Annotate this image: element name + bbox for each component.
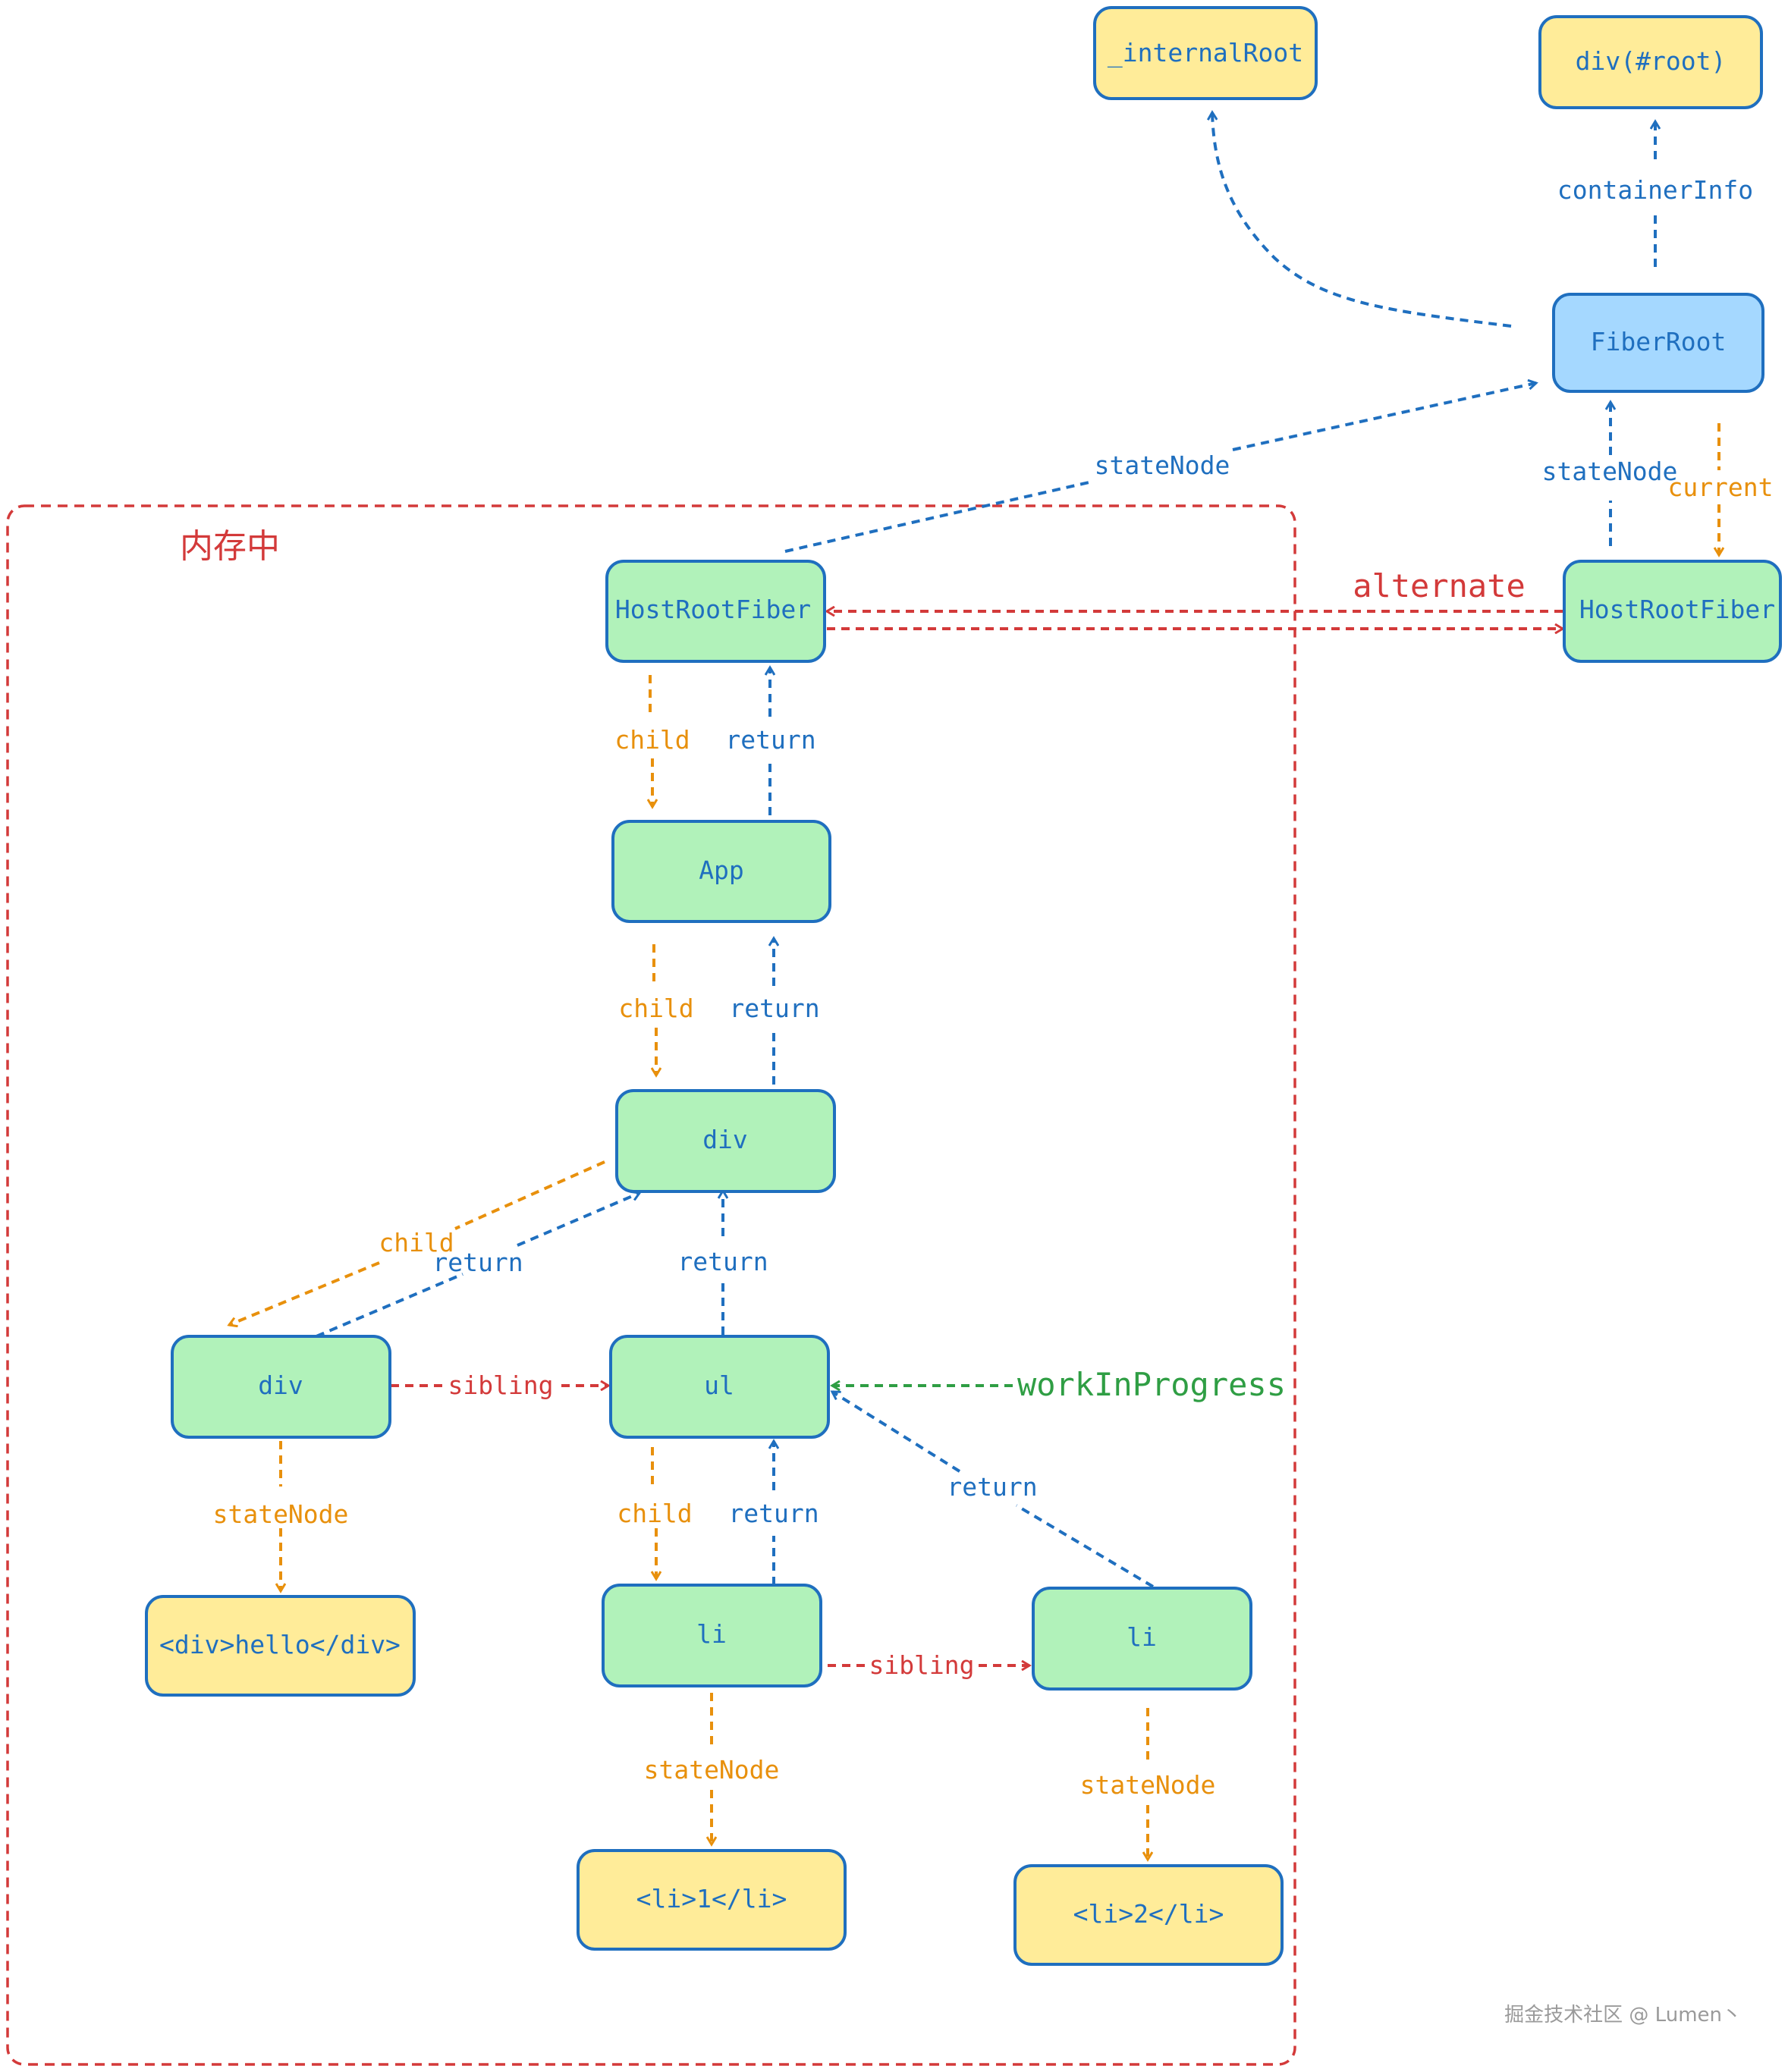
label-child-div: child	[379, 1228, 454, 1257]
fiberroot-label: FiberRoot	[1591, 327, 1727, 356]
label-alternate: alternate	[1353, 567, 1526, 604]
memory-region-title: 内存中	[180, 527, 280, 566]
edge-innerdiv-return-lower	[316, 1273, 463, 1338]
dom-div-hello-label: <div>hello</div>	[159, 1630, 401, 1659]
edge-div-child-lower	[229, 1261, 380, 1325]
edge-div-child-upper	[454, 1160, 605, 1230]
label-return-li2: return	[947, 1472, 1037, 1502]
dom-li-1-node	[577, 1849, 847, 1951]
label-return-app: return	[725, 725, 815, 755]
label-statenode-current: stateNode	[1542, 457, 1678, 486]
label-current: current	[1667, 472, 1773, 502]
div-outer-label: div	[702, 1125, 748, 1154]
li-1-label: li	[696, 1619, 727, 1649]
ul-label: ul	[704, 1370, 734, 1400]
edge-fiberroot-to-internalroot	[1212, 112, 1512, 328]
label-child-hostroot: child	[614, 725, 690, 755]
divroot-label: div(#root)	[1576, 46, 1727, 76]
li-2-label: li	[1127, 1622, 1157, 1652]
label-sibling-1: sibling	[448, 1370, 553, 1400]
label-return-ul: return	[677, 1247, 768, 1276]
label-workinprogress: workInProgress	[1017, 1366, 1286, 1403]
label-return-li1: return	[728, 1499, 819, 1528]
app-node	[611, 820, 831, 923]
internalroot-label: _internalRoot	[1108, 38, 1303, 68]
internalroot-node	[1093, 6, 1318, 100]
app-label: App	[699, 855, 744, 885]
edge-wip-statenode-lower	[784, 480, 1093, 553]
label-containerinfo: containerInfo	[1557, 175, 1753, 205]
label-child-app: child	[618, 994, 693, 1023]
edge-wip-statenode-upper	[1232, 383, 1536, 451]
div-inner-label: div	[258, 1370, 303, 1400]
watermark: 掘金技术社区 @ Lumen丶	[1504, 2004, 1742, 2026]
dom-li-2-node	[1013, 1864, 1284, 1966]
hostrootfiber-current-label: HostRootFiber	[1579, 595, 1775, 624]
ul-node	[609, 1335, 830, 1439]
label-statenode-li1: stateNode	[644, 1755, 780, 1785]
label-statenode-wip: stateNode	[1095, 451, 1230, 480]
li-2-node	[1032, 1587, 1252, 1691]
hostrootfiber-wip-label: HostRootFiber	[615, 595, 811, 624]
edge-labels: containerInfo stateNode stateNode curren…	[213, 175, 1774, 1800]
div-inner-node	[171, 1335, 391, 1439]
edge-li2-return-lower	[1015, 1504, 1155, 1588]
hostrootfiber-current-node	[1563, 560, 1782, 663]
edges	[229, 112, 1719, 1860]
label-return-div: return	[729, 994, 819, 1023]
label-sibling-2: sibling	[869, 1650, 974, 1680]
divroot-node	[1538, 15, 1763, 109]
dom-li-2-label: <li>2</li>	[1073, 1899, 1224, 1929]
div-outer-node	[615, 1089, 836, 1193]
nodes: _internalRoot div(#root) FiberRoot HostR…	[145, 6, 1782, 1966]
hostrootfiber-wip-node	[605, 560, 826, 663]
label-child-ul: child	[617, 1499, 692, 1528]
edge-li2-return-upper	[832, 1390, 961, 1473]
label-statenode-innerdiv: stateNode	[213, 1499, 349, 1529]
memory-region-frame	[6, 504, 1296, 2066]
label-statenode-li2: stateNode	[1080, 1770, 1216, 1800]
fiberroot-node	[1552, 293, 1764, 393]
dom-li-1-label: <li>1</li>	[636, 1884, 787, 1913]
dom-div-hello-node	[145, 1595, 416, 1697]
li-1-node	[602, 1584, 822, 1687]
label-return-innerdiv: return	[432, 1248, 523, 1277]
edge-innerdiv-return-upper	[517, 1193, 639, 1247]
